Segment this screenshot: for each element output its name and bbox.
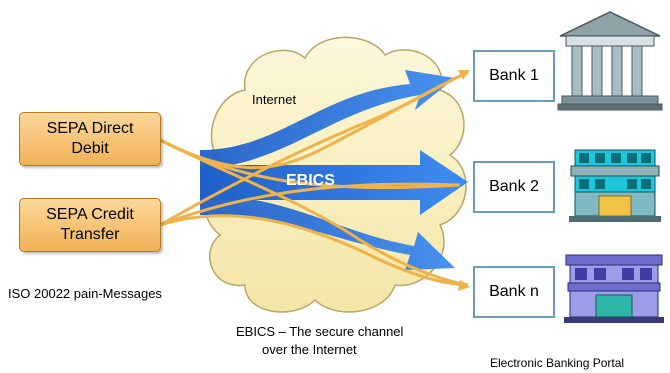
internet-label: Internet (252, 92, 297, 107)
line-credit-bank2 (159, 182, 461, 227)
ebics-label: EBICS (286, 172, 335, 189)
bank-n-label: Bank n (489, 283, 539, 300)
bank-2-box: Bank 2 (473, 161, 555, 213)
channel-caption-line1: EBICS – The secure channel (236, 324, 404, 339)
office-building-icon (564, 254, 664, 323)
line-credit-bank1 (159, 70, 469, 227)
bank-1-box: Bank 1 (473, 50, 555, 102)
sepa-direct-debit-label: SEPA Direct Debit (46, 120, 134, 157)
portal-caption: Electronic Banking Portal (490, 356, 625, 370)
arrow-to-bank-n (200, 195, 455, 270)
bank-1-label: Bank 1 (489, 67, 539, 84)
sepa-credit-transfer-label: SEPA Credit Transfer (46, 206, 134, 243)
message-lines (159, 70, 469, 287)
bank-n-box: Bank n (473, 266, 555, 318)
channel-caption-line2: over the Internet (262, 342, 357, 357)
bank-building-icon (557, 11, 663, 111)
sepa-credit-transfer-box: SEPA Credit Transfer (19, 198, 161, 252)
sepa-direct-debit-box: SEPA Direct Debit (19, 112, 161, 166)
arrow-to-bank-1 (200, 70, 455, 168)
office-building-icon (569, 149, 661, 222)
line-credit-bankn (159, 214, 469, 287)
iso-caption: ISO 20022 pain-Messages (8, 286, 162, 301)
line-arrowheads (458, 70, 470, 291)
bank-2-label: Bank 2 (489, 178, 539, 195)
line-debit-bankn (159, 138, 469, 287)
